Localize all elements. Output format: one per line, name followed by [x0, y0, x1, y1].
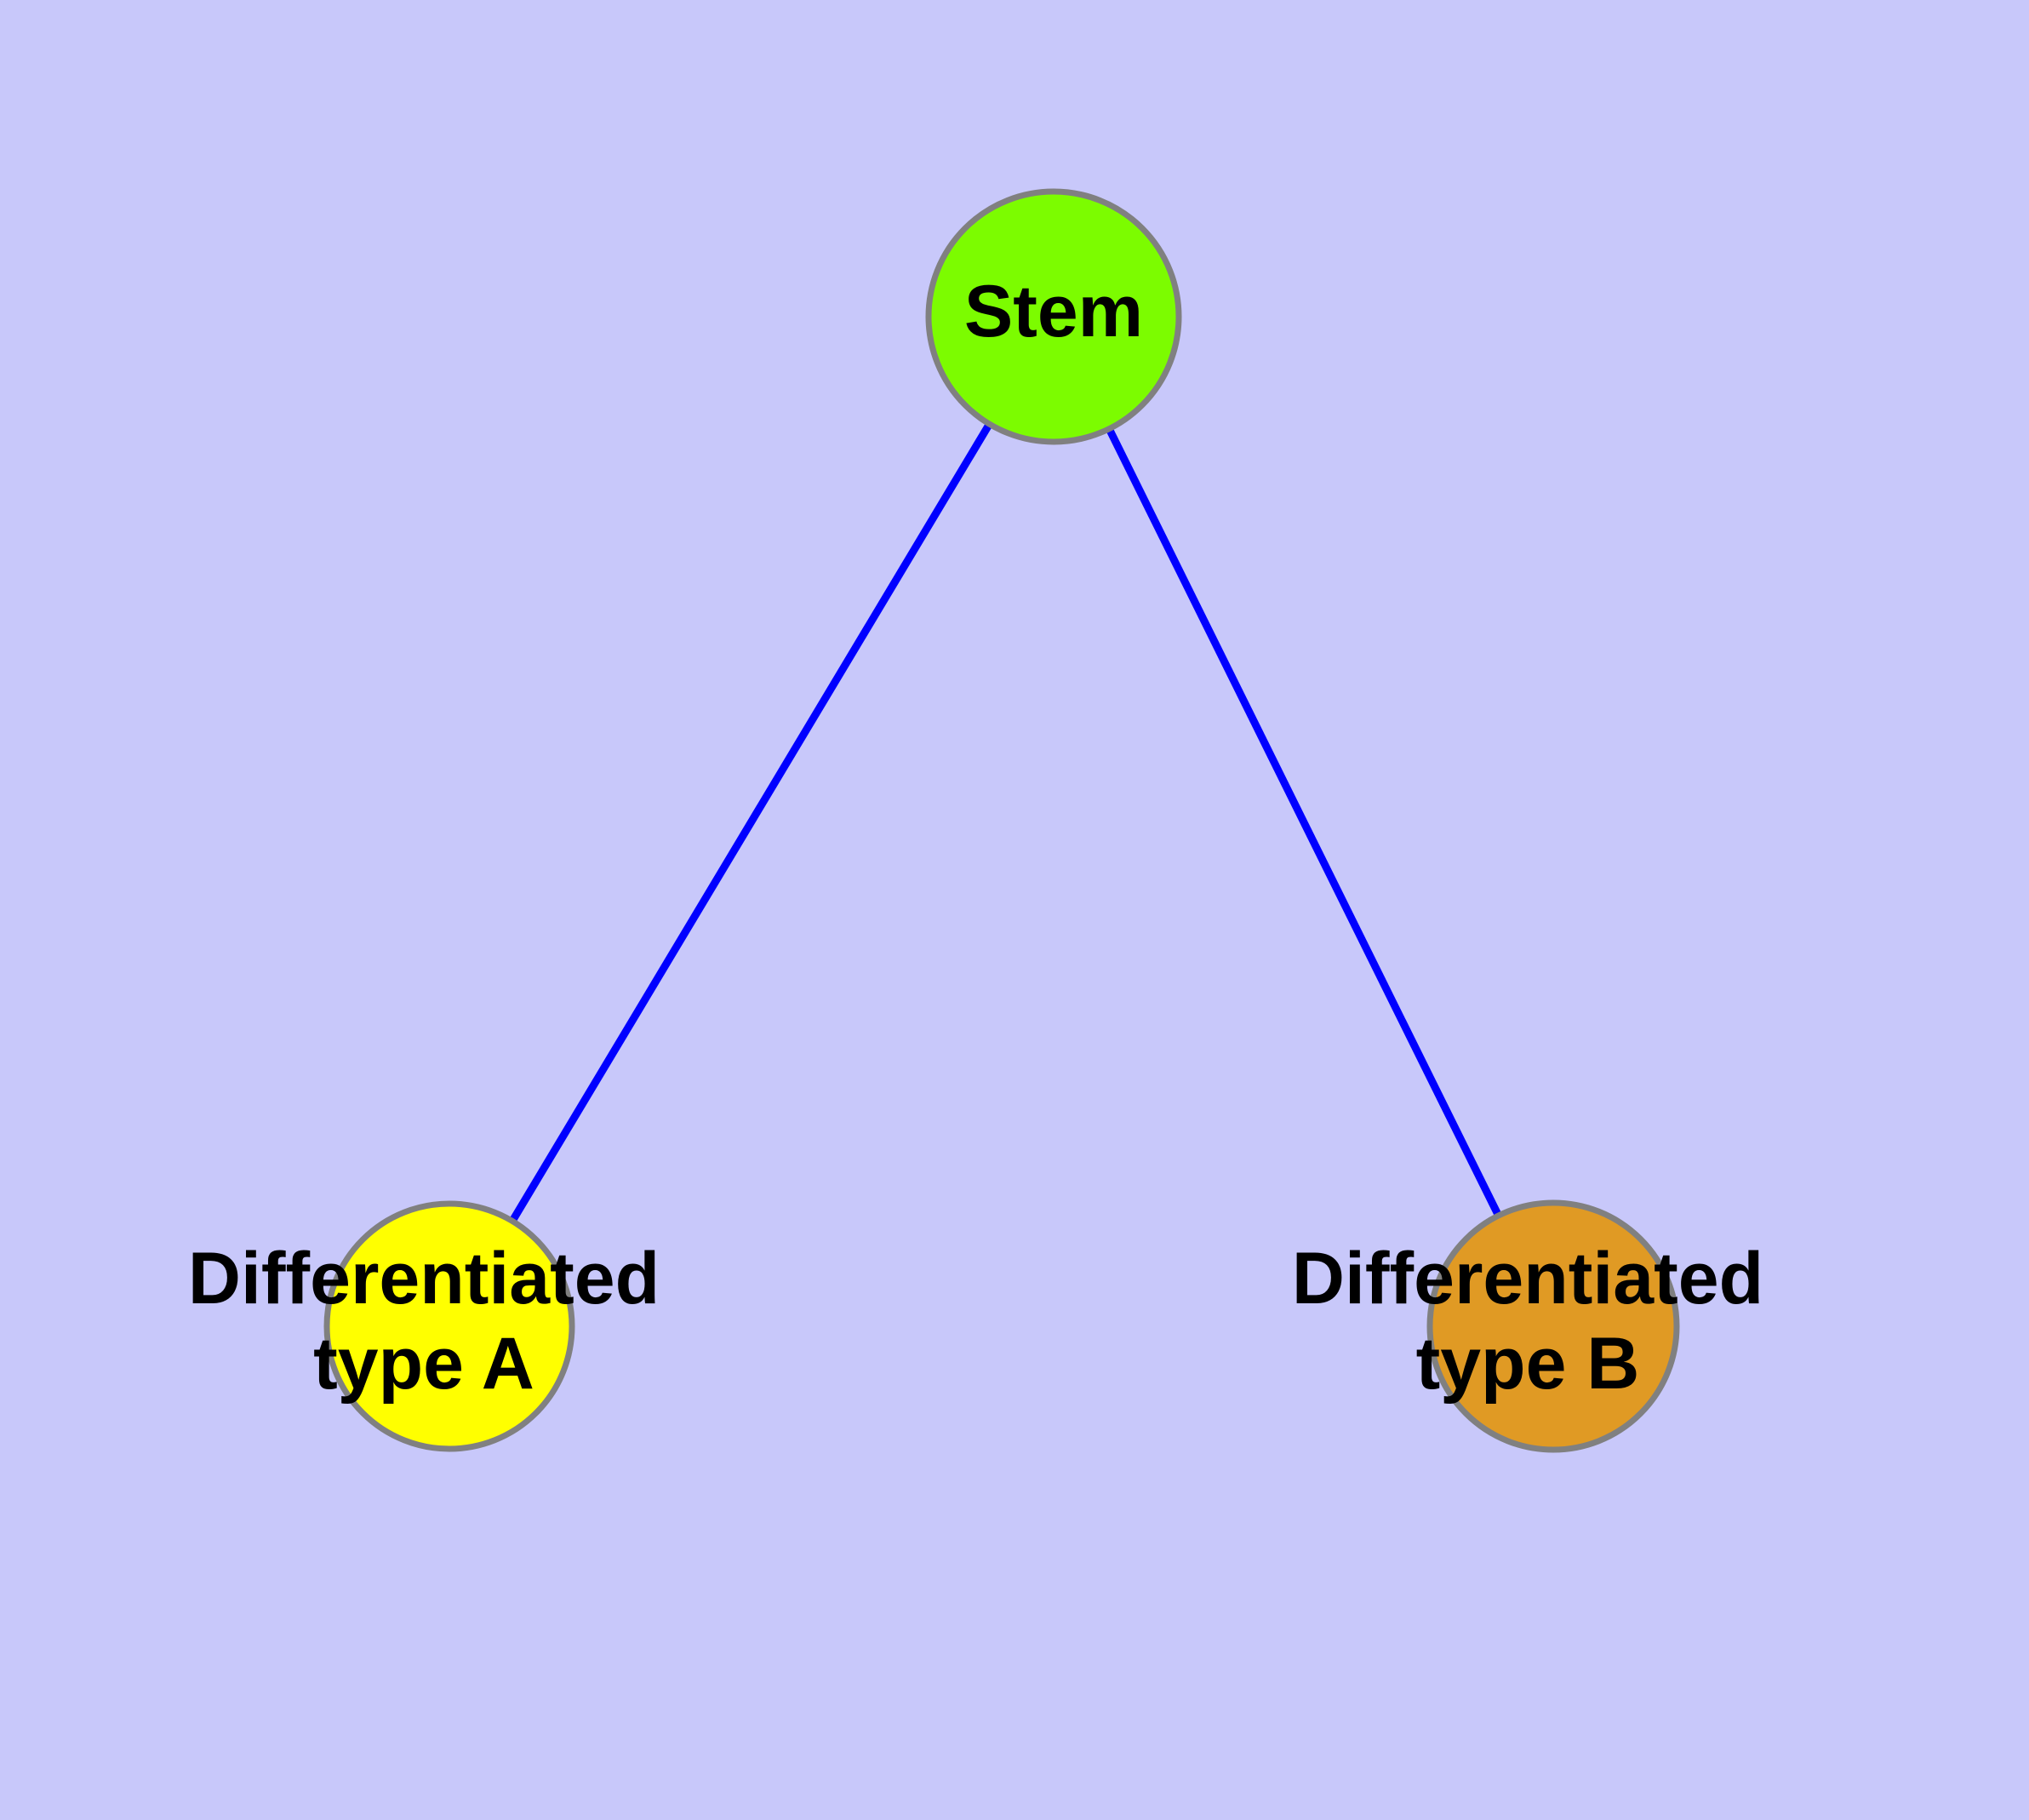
node-diff-b[interactable] [1426, 1199, 1680, 1453]
edge-stem-to-diff-a[interactable] [446, 314, 1057, 1329]
node-label-line: type A [313, 1323, 534, 1405]
node-label-line: Differentiated [188, 1238, 660, 1319]
node-label-line: Stem [964, 271, 1143, 352]
node-label-stem: Stem [964, 271, 1143, 352]
node-stem[interactable] [925, 188, 1182, 445]
node-label-line: type B [1416, 1323, 1640, 1405]
edge-layer [446, 314, 1557, 1329]
edge-stem-to-diff-b[interactable] [1049, 315, 1557, 1328]
node-diff-a[interactable] [323, 1200, 575, 1452]
node-layer [323, 188, 1680, 1453]
node-label-line: Differentiated [1292, 1238, 1763, 1319]
